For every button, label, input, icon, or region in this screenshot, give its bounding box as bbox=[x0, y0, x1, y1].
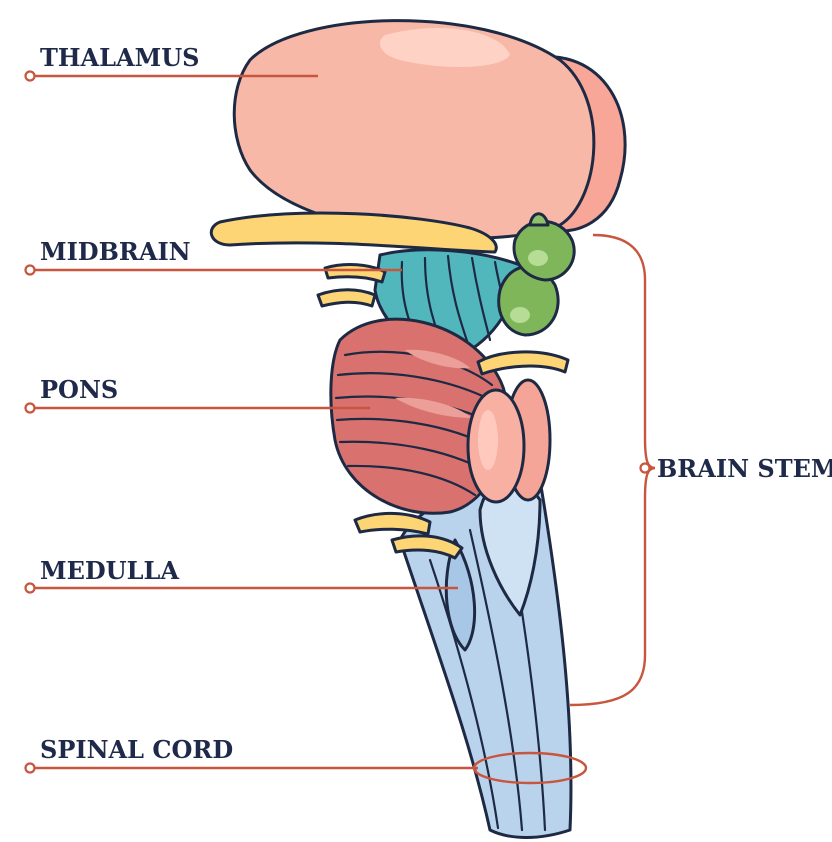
medulla-shape bbox=[398, 476, 573, 839]
pons-side-lobe bbox=[466, 378, 552, 504]
lower-nerves bbox=[353, 511, 464, 560]
brain-illustration bbox=[209, 19, 627, 839]
thalamus-highlight bbox=[380, 27, 510, 67]
spinal-cord-label: SPINAL CORD bbox=[40, 735, 233, 764]
pons-label: PONS bbox=[40, 375, 118, 404]
midbrain-label: MIDBRAIN bbox=[40, 237, 191, 266]
brain-stem-label: BRAIN STEM bbox=[657, 454, 832, 483]
optic-tract bbox=[209, 211, 498, 254]
pons-leader-dot bbox=[24, 402, 36, 414]
spinal-cord-leader-dot bbox=[24, 762, 36, 774]
medulla-leader-dot bbox=[24, 582, 36, 594]
thalamus-label: THALAMUS bbox=[40, 43, 199, 72]
leader-lines bbox=[24, 70, 656, 785]
colliculi-shape bbox=[497, 212, 576, 337]
brain-stem-bracket-dot bbox=[639, 462, 651, 474]
medulla-label: MEDULLA bbox=[40, 556, 179, 585]
spinal-cord-ring bbox=[472, 751, 588, 785]
midbrain-leader-dot bbox=[24, 264, 36, 276]
labels: THALAMUS MIDBRAIN PONS MEDULLA SPINAL CO… bbox=[40, 43, 832, 764]
pons-nerve bbox=[476, 350, 570, 376]
thalamus-leader-dot bbox=[24, 70, 36, 82]
